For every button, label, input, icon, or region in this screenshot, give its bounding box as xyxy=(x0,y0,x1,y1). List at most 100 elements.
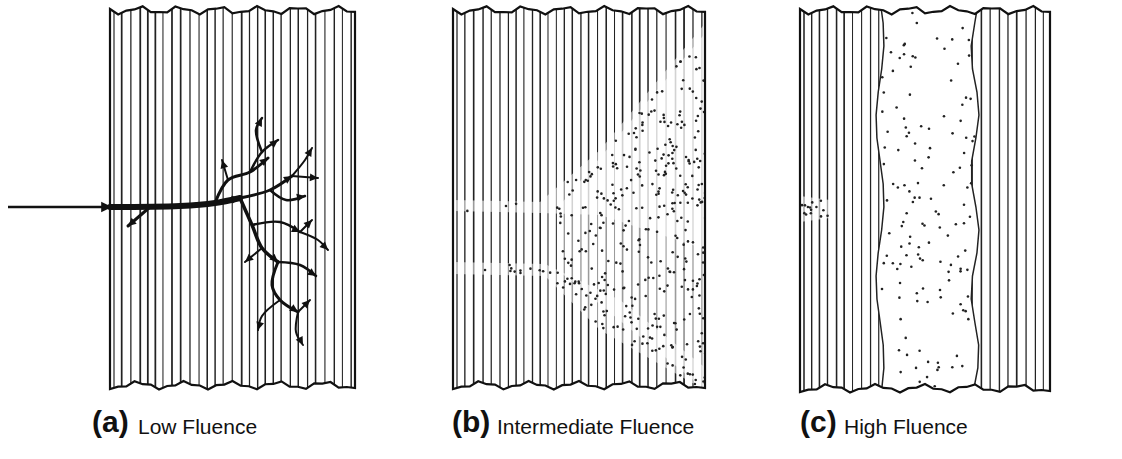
damage-dot xyxy=(589,230,592,233)
damage-dot xyxy=(940,0,943,3)
fiber-line xyxy=(1025,0,1026,459)
damage-dot xyxy=(659,326,662,329)
damage-dot xyxy=(611,183,614,186)
damage-dot xyxy=(898,57,901,60)
damage-dot xyxy=(914,56,917,59)
damage-dot xyxy=(623,154,626,157)
damage-dot xyxy=(905,126,908,129)
damage-dot xyxy=(916,292,919,295)
damage-dot xyxy=(933,385,936,388)
damage-dot xyxy=(914,142,917,145)
crack-branch xyxy=(300,220,312,232)
damage-dot xyxy=(618,208,621,211)
damage-dot xyxy=(968,54,971,57)
damage-dot xyxy=(671,191,674,194)
damage-dot xyxy=(908,190,911,193)
crack-branch xyxy=(278,262,316,276)
damage-dot xyxy=(695,56,698,59)
damage-dot xyxy=(674,322,677,325)
damage-dot xyxy=(612,192,615,195)
damage-dot xyxy=(971,457,974,459)
damage-dot xyxy=(564,280,567,283)
damage-dot xyxy=(637,283,640,286)
damage-dot xyxy=(972,386,975,389)
arrowhead xyxy=(128,218,137,226)
damage-dot xyxy=(684,229,687,232)
damage-dot xyxy=(691,197,694,200)
damage-dot xyxy=(604,293,607,296)
damage-dot xyxy=(679,201,682,204)
damage-dot xyxy=(822,209,825,212)
damage-dot xyxy=(641,130,644,133)
damage-dot xyxy=(686,343,689,346)
damage-dot xyxy=(671,207,674,210)
damage-dot xyxy=(654,317,657,320)
fiber-line xyxy=(473,0,475,459)
damage-dot xyxy=(505,205,508,208)
damage-dot xyxy=(928,241,931,244)
damage-dot xyxy=(600,167,603,170)
damage-dot xyxy=(692,288,695,291)
arrowhead xyxy=(296,336,303,345)
damage-dot xyxy=(696,157,699,160)
damage-dot xyxy=(903,53,906,56)
damage-dot xyxy=(593,283,596,286)
damage-dot xyxy=(963,203,966,206)
fiber-line xyxy=(290,0,291,459)
damage-dot xyxy=(886,130,889,133)
damage-dot xyxy=(644,279,647,282)
damage-dot xyxy=(881,76,884,79)
damage-dot xyxy=(937,361,940,364)
damage-dot xyxy=(679,374,682,377)
damage-dot xyxy=(961,103,964,106)
damage-dot xyxy=(939,226,942,229)
damage-dot xyxy=(959,270,962,273)
damage-dot xyxy=(897,186,900,189)
damage-dot xyxy=(903,117,906,120)
damage-dot xyxy=(963,222,966,225)
damage-dot xyxy=(675,146,678,149)
damage-dot xyxy=(566,277,569,280)
damage-dot xyxy=(675,167,678,170)
damage-dot xyxy=(623,287,626,290)
panel-letter: (c) xyxy=(800,407,837,437)
damage-dot xyxy=(689,313,692,316)
damage-dot xyxy=(578,282,581,285)
damage-dot xyxy=(585,250,588,253)
damage-dot xyxy=(935,210,938,213)
damage-dot xyxy=(697,166,700,169)
damage-dot xyxy=(900,245,903,248)
damage-dot xyxy=(952,312,955,315)
damage-dot xyxy=(633,132,636,135)
damage-dot xyxy=(666,284,669,287)
damage-dot xyxy=(947,234,950,237)
damage-dot xyxy=(599,226,602,229)
damage-dot xyxy=(599,289,602,292)
damage-dot xyxy=(621,270,624,273)
damage-dot xyxy=(597,282,600,285)
damage-dot xyxy=(909,235,912,238)
damage-dot xyxy=(509,270,512,273)
damage-dot xyxy=(959,120,962,123)
crack-branch xyxy=(240,176,292,198)
arrowhead xyxy=(245,254,254,262)
damage-dot xyxy=(645,228,648,231)
damage-dot xyxy=(513,270,516,273)
damage-dot xyxy=(918,196,921,199)
damage-dot xyxy=(628,311,631,314)
band-edge xyxy=(971,0,979,459)
damage-dot xyxy=(589,291,592,294)
damage-dot xyxy=(667,162,670,165)
panel-caption: Low Fluence xyxy=(138,416,257,437)
damage-dot xyxy=(641,124,644,127)
damage-dot xyxy=(696,188,699,191)
specimen-outline xyxy=(110,6,355,389)
damage-dot xyxy=(671,145,674,148)
damage-dot xyxy=(648,151,651,154)
damage-dot xyxy=(897,149,900,152)
fiber-line xyxy=(827,0,828,459)
damage-dot xyxy=(917,253,920,256)
damage-dot xyxy=(567,232,570,235)
damage-dot xyxy=(586,179,589,182)
damage-dot xyxy=(556,282,559,285)
